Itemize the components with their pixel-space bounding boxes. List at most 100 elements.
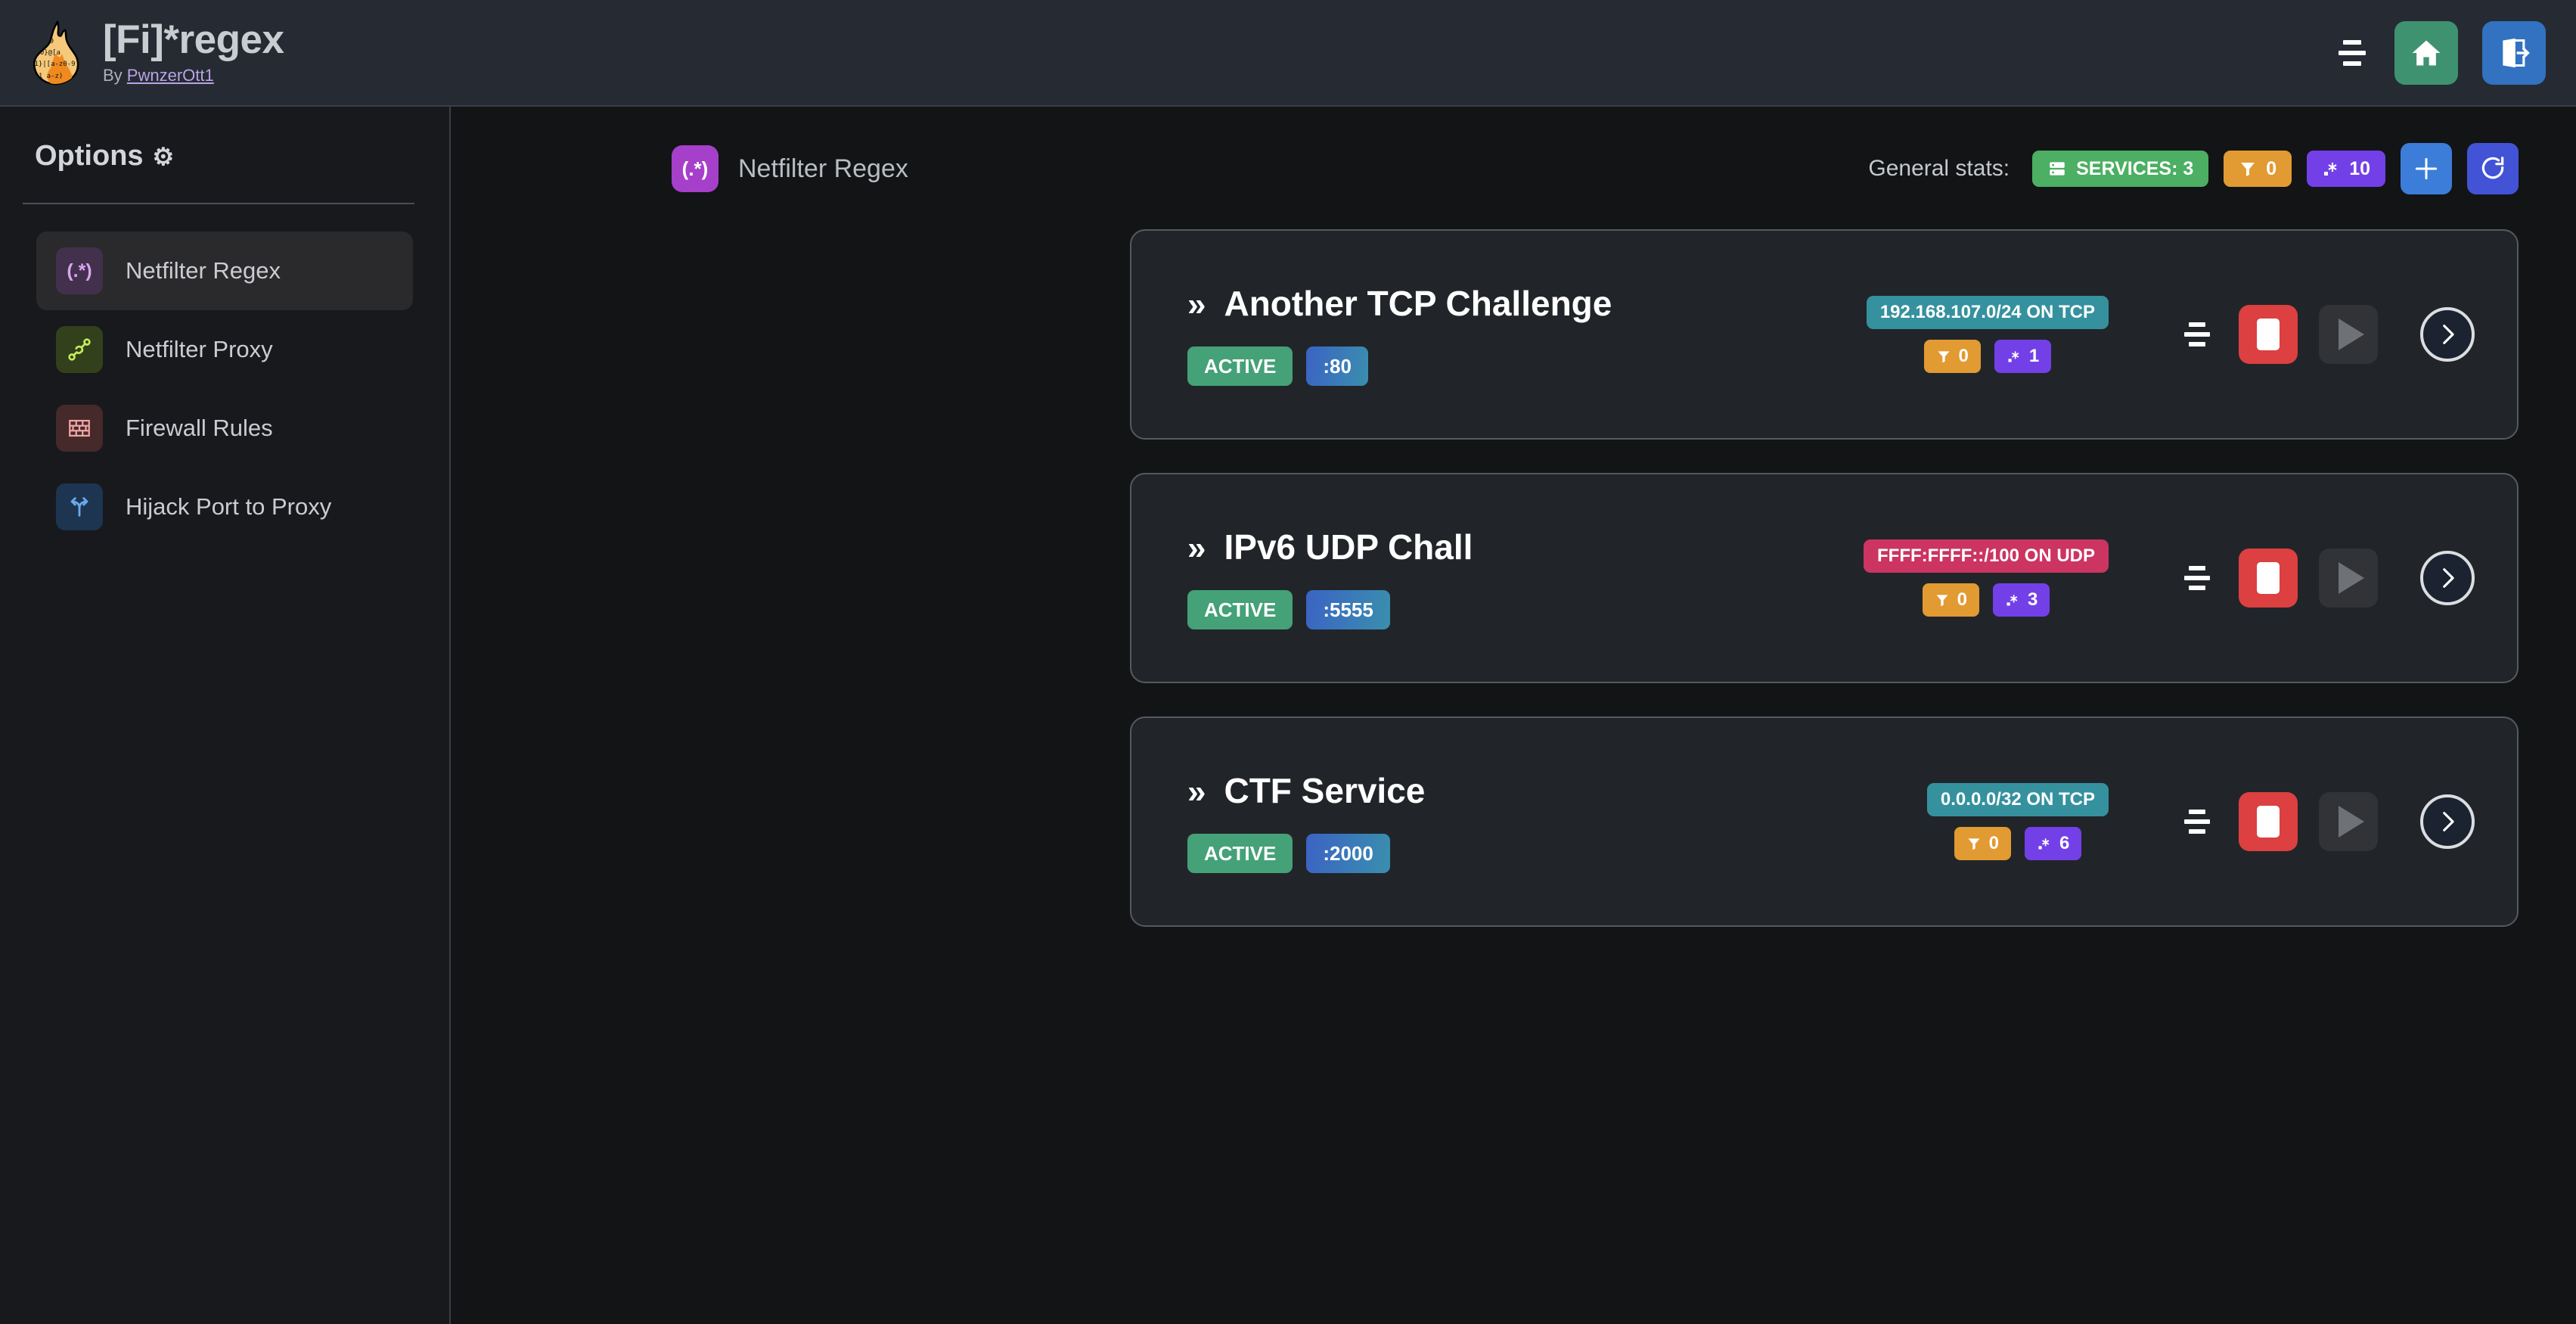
- author-link[interactable]: PwnzerOtt1: [126, 66, 214, 85]
- service-card[interactable]: » Another TCP Challenge ACTIVE :80 192.1…: [1130, 229, 2519, 440]
- service-info: » Another TCP Challenge ACTIVE :80: [1131, 283, 1612, 386]
- logout-icon: [2497, 36, 2531, 70]
- filter-menu-icon[interactable]: [2334, 38, 2370, 68]
- port-badge: :5555: [1306, 590, 1390, 629]
- status-badge: ACTIVE: [1187, 347, 1293, 386]
- regex-icon: [2005, 592, 2020, 608]
- svg-text:\(1 a-z): \(1 a-z): [30, 73, 63, 80]
- main-content: (.*) Netfilter Regex General stats: SERV…: [452, 107, 2576, 1324]
- regexes-badge-label: 10: [2349, 157, 2370, 179]
- play-button[interactable]: [2319, 549, 2378, 608]
- funnel-icon: [1936, 349, 1951, 364]
- sidebar-item-label: Netfilter Regex: [126, 257, 281, 284]
- stop-button[interactable]: [2239, 792, 2298, 851]
- filters-count-badge: 0: [1923, 340, 1981, 373]
- status-badge: ACTIVE: [1187, 834, 1293, 873]
- service-badges: ACTIVE :80: [1187, 347, 1612, 386]
- refresh-button[interactable]: [2467, 143, 2519, 194]
- regexes-badge: 10: [2307, 151, 2385, 187]
- sidebar-nav: (.*) Netfilter Regex Netfilter Proxy: [0, 232, 449, 546]
- general-stats: General stats: SERVICES: 3: [1868, 143, 2519, 194]
- regex-count-badge: 3: [1993, 583, 2050, 617]
- chevron-right-icon: [2435, 809, 2460, 834]
- stop-icon: [2257, 806, 2280, 838]
- regex-icon: [2322, 160, 2340, 178]
- regex-count-badge: 6: [2024, 827, 2082, 860]
- filter-menu-icon[interactable]: [2177, 803, 2218, 840]
- stop-button[interactable]: [2239, 305, 2298, 364]
- filters-badge-label: 0: [2266, 157, 2277, 179]
- filter-menu-icon[interactable]: [2177, 560, 2218, 596]
- service-info: » IPv6 UDP Chall ACTIVE :5555: [1131, 527, 1473, 629]
- service-details-button[interactable]: [2420, 551, 2475, 605]
- service-details-button[interactable]: [2420, 794, 2475, 849]
- add-service-button[interactable]: [2401, 143, 2452, 194]
- services-badge: SERVICES: 3: [2032, 151, 2209, 187]
- service-title: » Another TCP Challenge: [1187, 283, 1612, 324]
- network-badge: FFFF:FFFF::/100 ON UDP: [1864, 539, 2109, 573]
- services-badge-label: SERVICES: 3: [2076, 157, 2194, 179]
- service-name: CTF Service: [1224, 771, 1426, 810]
- filter-menu-icon[interactable]: [2177, 316, 2218, 353]
- sidebar-item-netfilter-proxy[interactable]: Netfilter Proxy: [36, 310, 413, 389]
- service-card[interactable]: » IPv6 UDP Chall ACTIVE :5555 FFFF:FFFF:…: [1130, 473, 2519, 683]
- sidebar-title: Options ⚙: [35, 140, 449, 172]
- regex-icon: [2037, 836, 2052, 851]
- service-actions: [2177, 305, 2475, 364]
- sidebar-divider: [23, 203, 414, 204]
- network-info: 0.0.0.0/32 ON TCP 0: [1926, 783, 2109, 860]
- service-controls: 192.168.107.0/24 ON TCP 0: [1866, 296, 2517, 373]
- stop-button[interactable]: [2239, 549, 2298, 608]
- double-chevron-icon: »: [1187, 530, 1206, 567]
- flame-logo-icon: -z0-9 2,0}@[a {1}|[a-z0-9] \(1 a-z): [27, 20, 83, 85]
- brand: -z0-9 2,0}@[a {1}|[a-z0-9] \(1 a-z) [Fi]…: [27, 20, 284, 85]
- sidebar-item-hijack-port-to-proxy[interactable]: Hijack Port to Proxy: [36, 468, 413, 546]
- service-counters: 0 3: [1922, 583, 2050, 617]
- regex-count: 1: [2028, 346, 2040, 366]
- svg-text:{1}|[a-z0-9]: {1}|[a-z0-9]: [30, 61, 79, 68]
- sidebar-item-label: Firewall Rules: [126, 415, 273, 441]
- regex-icon: (.*): [56, 247, 103, 294]
- status-badge: ACTIVE: [1187, 590, 1293, 629]
- sidebar-title-label: Options: [35, 140, 144, 172]
- double-chevron-icon: »: [1187, 773, 1206, 810]
- refresh-icon: [2478, 154, 2507, 183]
- regex-icon: (.*): [672, 145, 718, 192]
- funnel-icon: [2239, 160, 2257, 178]
- plus-icon: [2412, 154, 2441, 183]
- filters-count: 0: [1988, 833, 1999, 853]
- funnel-icon: [1935, 592, 1950, 608]
- home-button[interactable]: [2394, 20, 2458, 85]
- app-header: -z0-9 2,0}@[a {1}|[a-z0-9] \(1 a-z) [Fi]…: [0, 0, 2576, 107]
- service-name: Another TCP Challenge: [1224, 284, 1612, 323]
- general-stats-label: General stats:: [1868, 156, 2010, 181]
- services-list: » Another TCP Challenge ACTIVE :80 192.1…: [452, 229, 2576, 927]
- service-controls: 0.0.0.0/32 ON TCP 0: [1926, 783, 2517, 860]
- play-button[interactable]: [2319, 792, 2378, 851]
- service-badges: ACTIVE :5555: [1187, 590, 1473, 629]
- service-details-button[interactable]: [2420, 307, 2475, 362]
- play-button[interactable]: [2319, 305, 2378, 364]
- filters-count-badge: 0: [1922, 583, 1979, 617]
- play-icon: [2338, 806, 2364, 838]
- filters-count: 0: [1958, 346, 1969, 366]
- sidebar-item-netfilter-regex[interactable]: (.*) Netfilter Regex: [36, 232, 413, 310]
- logout-button[interactable]: [2482, 20, 2546, 85]
- service-actions: [2177, 792, 2475, 851]
- chevron-right-icon: [2435, 322, 2460, 347]
- network-badge: 0.0.0.0/32 ON TCP: [1926, 783, 2109, 816]
- service-name: IPv6 UDP Chall: [1224, 527, 1473, 567]
- svg-text:2,0}@[a: 2,0}@[a: [32, 49, 61, 57]
- filters-count: 0: [1957, 589, 1967, 610]
- sidebar-item-firewall-rules[interactable]: Firewall Rules: [36, 389, 413, 468]
- filters-badge: 0: [2224, 151, 2292, 187]
- author-line: By PwnzerOtt1: [103, 66, 284, 85]
- double-chevron-icon: »: [1187, 286, 1206, 323]
- server-icon: [2047, 159, 2067, 179]
- service-card[interactable]: » CTF Service ACTIVE :2000 0.0.0.0/32 ON…: [1130, 716, 2519, 927]
- home-icon: [2410, 36, 2443, 70]
- page-title: [Fi]*regex: [103, 17, 284, 62]
- header-actions: [2334, 20, 2546, 85]
- brick-wall-icon: [56, 405, 103, 452]
- service-title: » CTF Service: [1187, 770, 1425, 811]
